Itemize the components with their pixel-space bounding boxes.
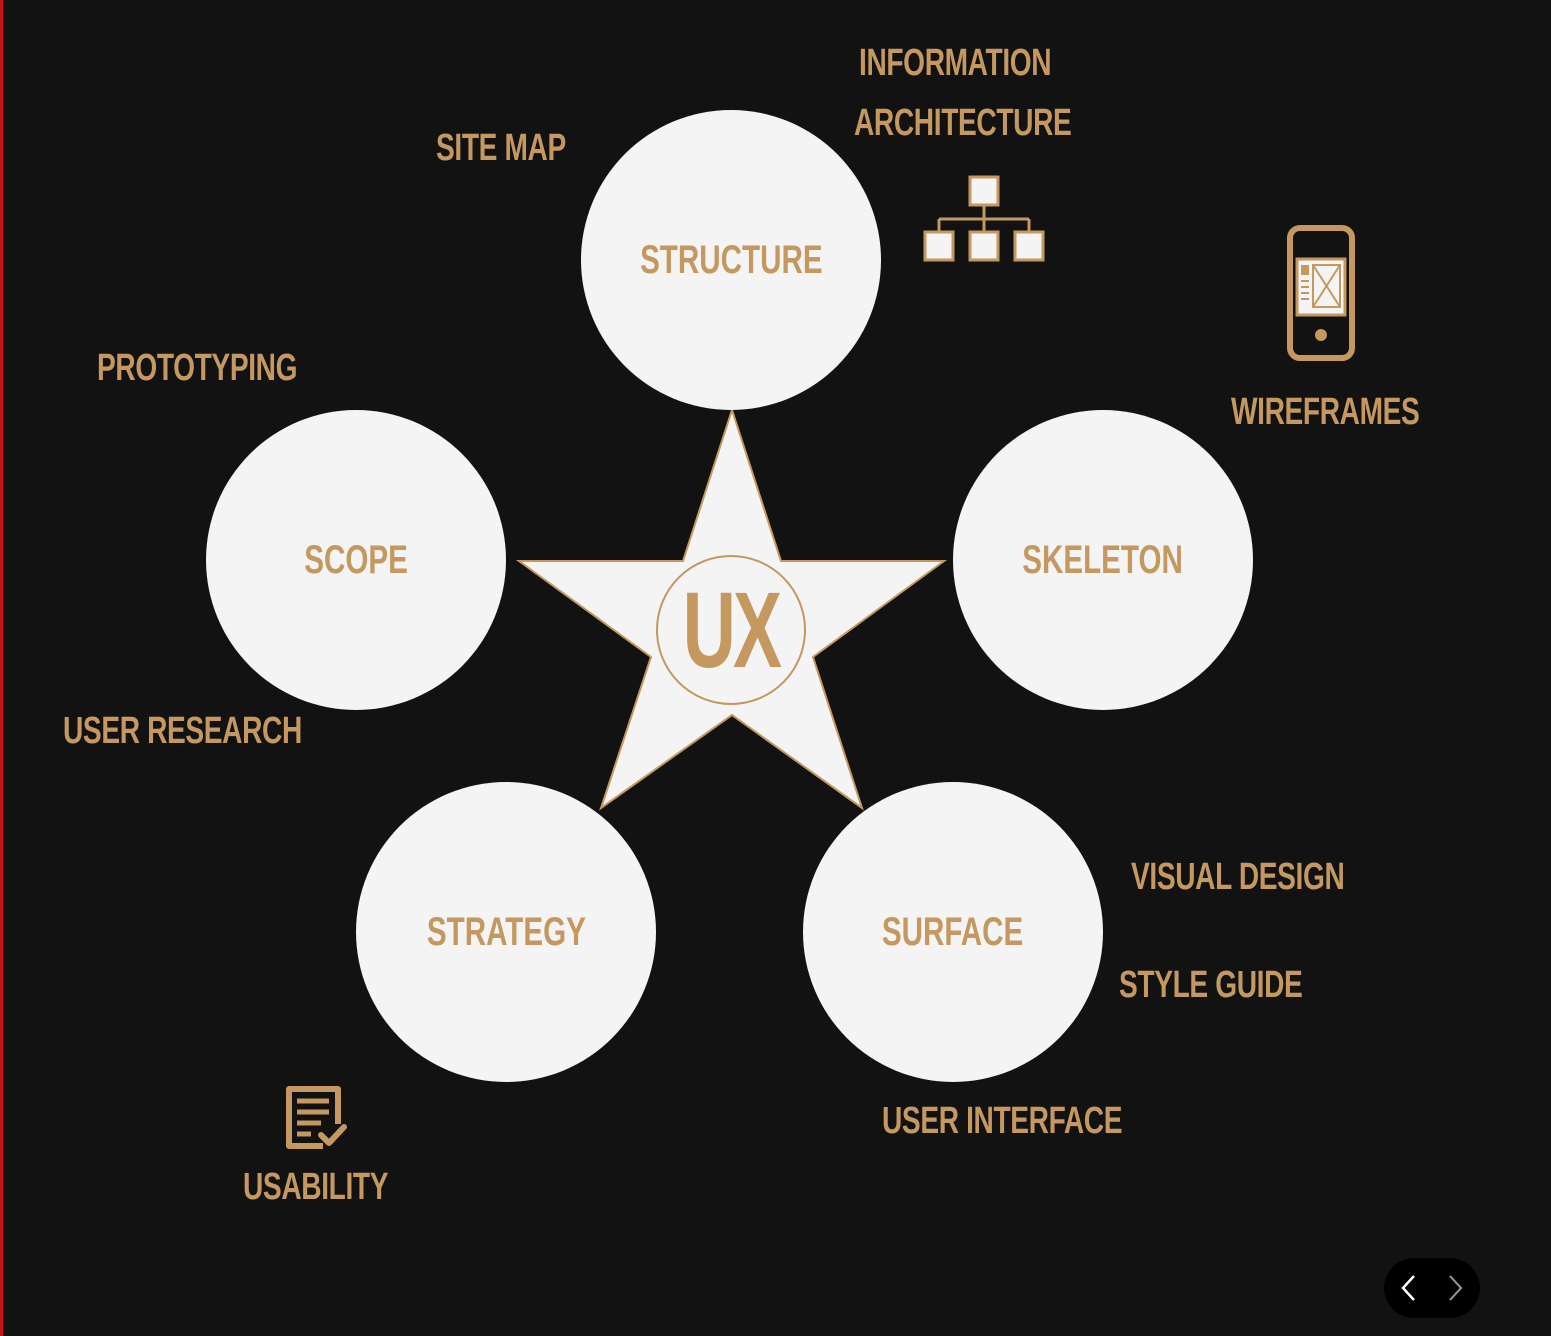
chevron-right-icon[interactable] (1440, 1273, 1470, 1303)
ux-center-label: UX (682, 569, 782, 690)
label-architecture: ARCHITECTURE (854, 102, 1072, 144)
label-style-guide: STYLE GUIDE (1119, 964, 1303, 1006)
node-scope: SCOPE (206, 410, 506, 710)
label-visual-design: VISUAL DESIGN (1131, 856, 1345, 898)
label-user-research: USER RESEARCH (63, 710, 302, 752)
node-strategy: STRATEGY (356, 782, 656, 1082)
node-strategy-label: STRATEGY (426, 910, 586, 954)
node-surface: SURFACE (803, 782, 1103, 1082)
ux-badge: UX (656, 555, 806, 705)
slide-nav (1384, 1258, 1480, 1318)
left-edge-bar (0, 0, 3, 1336)
chevron-left-icon[interactable] (1394, 1273, 1424, 1303)
checklist-icon (286, 1086, 347, 1149)
node-surface-label: SURFACE (882, 910, 1024, 954)
label-wireframes: WIREFRAMES (1231, 391, 1420, 433)
sitemap-icon (923, 175, 1045, 262)
node-structure-label: STRUCTURE (639, 238, 823, 282)
node-skeleton-label: SKELETON (1022, 538, 1184, 582)
label-site-map: SITE MAP (436, 127, 566, 169)
node-structure: STRUCTURE (581, 110, 881, 410)
label-usability: USABILITY (243, 1166, 389, 1208)
node-skeleton: SKELETON (953, 410, 1253, 710)
label-information: INFORMATION (859, 42, 1052, 84)
label-prototyping: PROTOTYPING (97, 347, 298, 389)
node-scope-label: SCOPE (304, 538, 408, 582)
mobile-wireframe-icon (1287, 225, 1355, 361)
label-user-interface: USER INTERFACE (882, 1100, 1123, 1142)
